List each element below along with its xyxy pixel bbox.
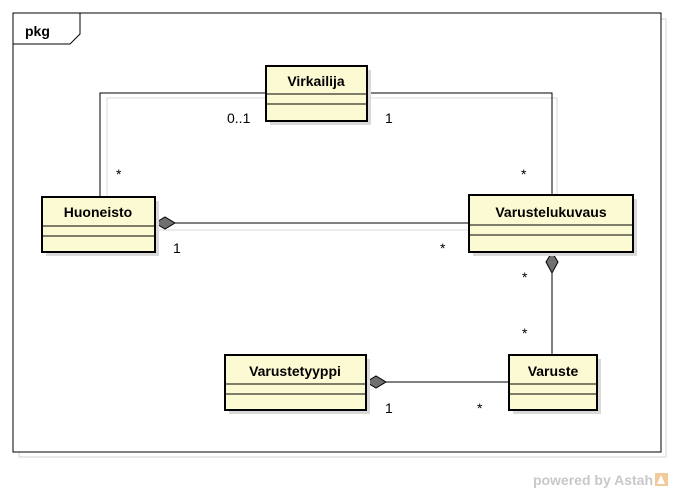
mult-virkailija-to-varustelukuvaus: 1	[385, 110, 393, 126]
mult-huoneisto-to-varustelukuvaus: 1	[173, 240, 181, 256]
class-varustelukuvaus[interactable]: Varustelukuvaus	[468, 194, 637, 256]
watermark-text: powered by Astah	[533, 472, 653, 488]
mult-varustelukuvaus-to-varuste: *	[522, 269, 528, 285]
class-name-varustelukuvaus: Varustelukuvaus	[495, 204, 606, 220]
mult-huoneisto-from-virkailija: *	[116, 166, 122, 182]
association-shadows	[106, 97, 558, 231]
assoc-virkailija-varustelukuvaus[interactable]	[366, 92, 553, 195]
class-name-varuste: Varuste	[528, 363, 579, 379]
composition-diamond-varustetyyppi	[365, 375, 387, 389]
astah-logo-icon	[655, 473, 668, 486]
class-varustetyyppi[interactable]: Varustetyyppi	[224, 354, 370, 414]
assoc-virkailija-huoneisto[interactable]	[99, 92, 266, 197]
mult-varustelukuvaus-from-huoneisto: *	[440, 240, 446, 256]
composition-diamond-varustelukuvaus	[545, 251, 559, 275]
class-varuste[interactable]: Varuste	[508, 354, 601, 414]
mult-varustetyyppi-to-varuste: 1	[385, 400, 393, 416]
composition-diamonds	[154, 216, 559, 389]
mult-varuste-from-varustelukuvaus: *	[522, 325, 528, 341]
class-name-virkailija: Virkailija	[287, 73, 345, 89]
associations	[99, 92, 553, 383]
astah-watermark: powered by Astah	[533, 472, 668, 488]
mult-varuste-from-varustetyyppi: *	[477, 400, 483, 416]
composition-diamond-huoneisto	[154, 216, 176, 230]
class-virkailija[interactable]: Virkailija	[265, 65, 371, 125]
class-name-huoneisto: Huoneisto	[64, 204, 132, 220]
class-huoneisto[interactable]: Huoneisto	[41, 196, 159, 256]
multiplicities: 0..1 * 1 * 1 * * * 1 *	[116, 110, 528, 416]
mult-virkailija-to-huoneisto: 0..1	[227, 110, 251, 126]
class-name-varustetyyppi: Varustetyyppi	[249, 363, 341, 379]
mult-varustelukuvaus-from-virkailija: *	[521, 166, 527, 182]
package-label: pkg	[25, 23, 50, 39]
